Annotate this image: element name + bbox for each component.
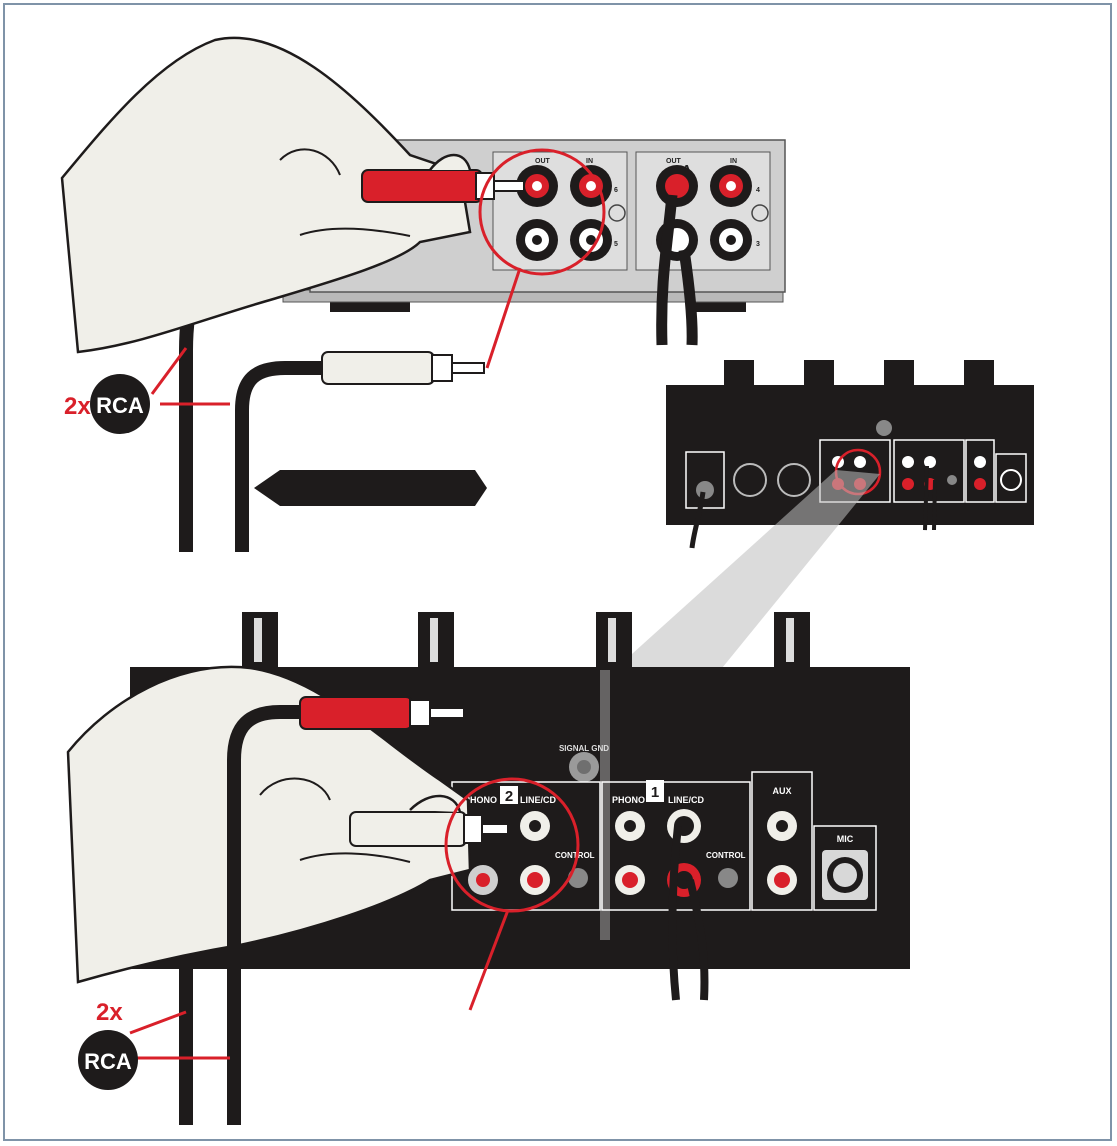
bottom-qty-label: 2x [96, 999, 123, 1026]
ch2-line-label: LINE/CD [520, 795, 557, 805]
interface-in-label: IN [586, 158, 593, 165]
bottom-rca-badge: RCA [84, 1049, 132, 1074]
mic-label: MIC [837, 834, 854, 844]
mixer-overview [666, 360, 1034, 549]
top-hand-with-rca-cable [60, 36, 525, 552]
interface-in-a-label: IN [730, 158, 737, 165]
bottom-red-rca-plug [227, 696, 465, 1125]
ch2-phono-label: PHONO [464, 795, 497, 805]
port-number-4: 4 [756, 187, 760, 194]
ch1-control-label: CONTROL [706, 851, 746, 860]
port-number-6: 6 [614, 187, 618, 194]
top-highlight-circle [478, 148, 606, 276]
bottom-highlight-circle [444, 777, 580, 913]
bottom-rca-label: 2x RCA [78, 999, 230, 1090]
top-qty-label: 2x [64, 393, 91, 420]
top-rca-badge: RCA [96, 393, 144, 418]
interface-out-label: OUT [535, 158, 551, 165]
port-number-5: 5 [614, 241, 618, 248]
signal-gnd-label: SIGNAL GND [559, 744, 609, 753]
diagram-frame [3, 3, 1112, 1141]
ch1-phono-label: PHONO [612, 795, 645, 805]
top-white-rca-plug [235, 351, 485, 552]
interface-out-a-label: OUT [666, 158, 682, 165]
top-highlight-pointer [485, 267, 522, 369]
ch2-control-label: CONTROL [555, 851, 595, 860]
ch1-line-label: LINE/CD [668, 795, 705, 805]
bottom-highlight-pointer [468, 909, 510, 1011]
cable-cut-band [254, 470, 487, 506]
aux-label: AUX [772, 786, 791, 796]
ch2-number-label: 2 [505, 788, 513, 805]
bottom-hand-with-rca-cable [66, 665, 509, 1125]
port-number-3: 3 [756, 241, 760, 248]
audio-interface: OUT IN OUT A IN 6 5 4 3 [282, 139, 786, 346]
top-rca-label: 2x RCA [64, 347, 230, 434]
ch1-number-label: 1 [651, 784, 659, 801]
